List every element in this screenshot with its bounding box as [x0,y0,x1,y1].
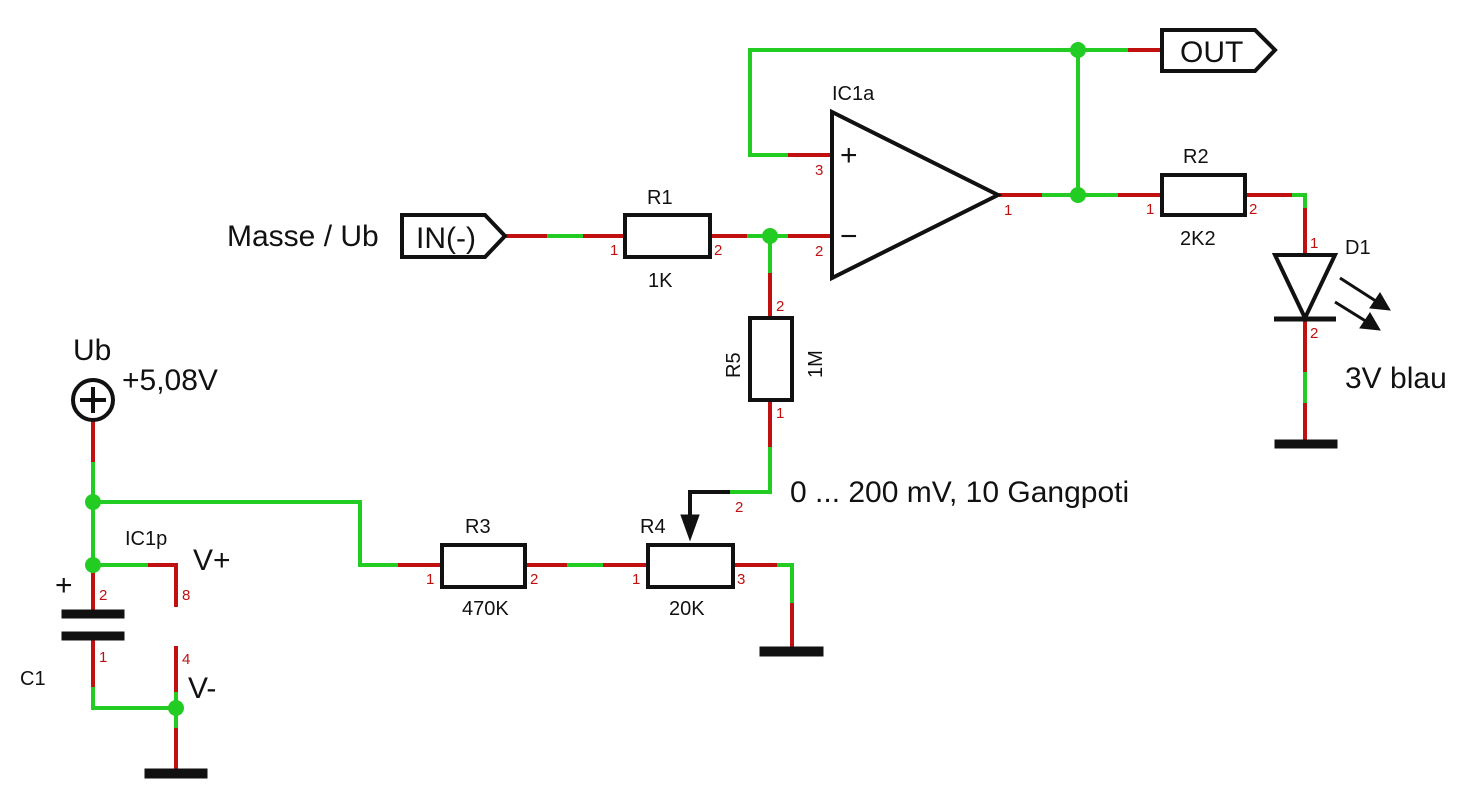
r4-name: R4 [640,516,666,538]
pin-number: 1 [776,405,784,422]
v-plus-label: V+ [193,544,231,577]
junction-dot [85,557,101,573]
pin-number: 4 [182,651,190,668]
resistor-r1: R1 1K 1 2 [610,187,722,292]
wires [91,48,1307,732]
pin-number: 8 [182,587,190,604]
r2-name: R2 [1183,146,1209,168]
pin-number: 2 [776,298,784,315]
c1-plus-sign: + [55,569,73,602]
pin-number: 2 [735,499,743,516]
in-port: IN(-) [400,213,508,259]
d1-name: D1 [1345,237,1371,259]
pin-number: 2 [815,243,823,260]
out-port-label: OUT [1180,36,1243,69]
r5-name: R5 [723,352,745,378]
pin-number: 3 [815,162,823,179]
junction-dot [85,494,101,510]
ic1p-name: IC1p [125,528,167,550]
ub-voltage: +5,08V [122,364,218,397]
r4-value: 20K [669,598,705,620]
c1-name: C1 [20,668,46,690]
resistor-r5: R5 1M 2 1 [723,298,827,422]
led-d1: D1 1 2 [1271,235,1391,342]
pin-number: 3 [737,571,745,588]
r2-value: 2K2 [1180,228,1216,250]
ground-symbol [144,768,208,779]
r1-name: R1 [647,187,673,209]
poti-note: 0 ... 200 mV, 10 Gangpoti [790,476,1129,509]
led-note: 3V blau [1345,362,1447,395]
potentiometer-r4: R4 20K 2 1 3 [632,490,745,620]
pin-number: 1 [1310,235,1318,252]
pin-number: 1 [426,571,434,588]
ground-symbol [759,646,824,657]
junction-dot [168,700,184,716]
r5-value: 1M [805,350,827,378]
opamp-minus-sign: − [840,220,858,253]
v-minus-label: V- [188,672,216,705]
in-port-label: IN(-) [416,222,476,255]
out-port: OUT [1160,28,1278,73]
pin-number: 1 [99,649,107,666]
junction-dot [1070,187,1086,203]
ub-label: Ub [73,334,111,367]
ic1p-power: IC1p V+ V- 8 4 [125,528,231,705]
pin-number: 2 [530,571,538,588]
supply-ub: Ub +5,08V [71,334,218,422]
junction-dot [762,228,778,244]
masse-ub-label: Masse / Ub [227,220,379,253]
junctions [85,42,1086,716]
ic1a-name: IC1a [832,83,875,105]
resistor-r3: R3 470K 1 2 [426,516,538,620]
pin-number: 2 [714,242,722,259]
junction-dot [1070,42,1086,58]
pin-number: 1 [610,242,618,259]
ground-symbol [1274,439,1338,449]
pin-number: 2 [1310,325,1318,342]
opamp-ic1a: + − IC1a 3 2 1 [815,83,1012,282]
capacitor-c1: + C1 2 1 [20,569,125,690]
pin-number: 1 [632,571,640,588]
pin-number: 1 [1004,202,1012,219]
pin-number: 1 [1146,201,1154,218]
pin-number: 2 [1249,201,1257,218]
r1-value: 1K [648,270,673,292]
resistor-r2: R2 2K2 1 2 [1146,146,1257,250]
opamp-plus-sign: + [840,139,858,172]
pin-stubs [91,48,1307,772]
pin-number: 2 [99,587,107,604]
r3-name: R3 [465,516,491,538]
r3-value: 470K [462,598,509,620]
